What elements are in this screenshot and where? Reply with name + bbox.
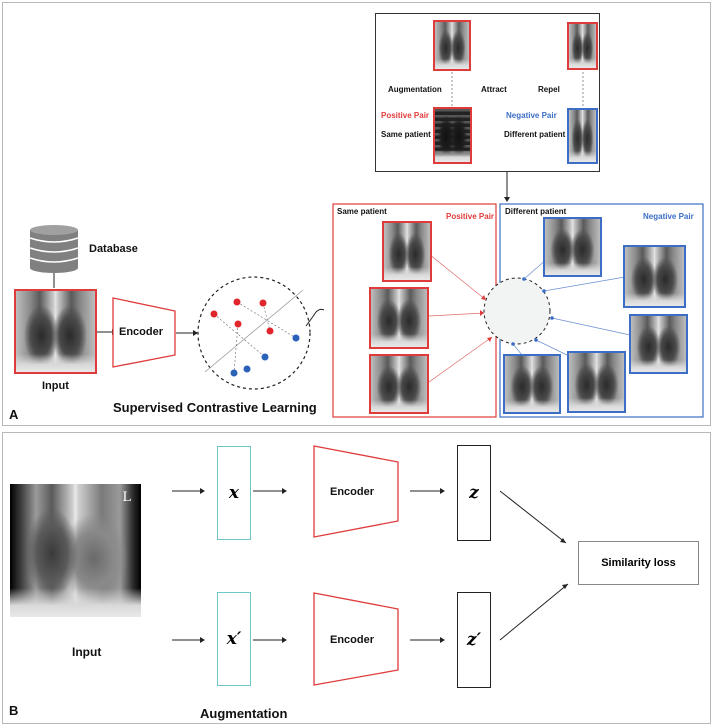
input-label-b: Input (72, 645, 102, 659)
xray-marker-l: L (122, 490, 131, 505)
panel-a-letter: A (9, 407, 19, 422)
augmentation-caption: Augmentation (200, 706, 288, 721)
inset-same-patient-label: Same patient (381, 130, 431, 139)
negative-box-title: Different patient (505, 207, 567, 216)
negative-xray-2 (623, 245, 686, 308)
encoder-label-b-top: Encoder (330, 486, 375, 498)
embedding-circle (197, 276, 311, 390)
inset-different-patient-label: Different patient (504, 130, 566, 139)
negative-xray-4 (503, 354, 561, 414)
z-prime-box: z′ (457, 592, 491, 688)
encoder-b-top-shape (313, 445, 399, 538)
positive-box-tag: Positive Pair (446, 212, 495, 221)
positive-dots (210, 298, 274, 335)
similarity-loss-box: Similarity loss (578, 541, 699, 585)
inset-xray-negative (567, 108, 598, 164)
negative-xray-1 (543, 217, 602, 277)
panel-b (2, 432, 711, 724)
inset-negative-pair-label: Negative Pair (506, 111, 557, 120)
panel-b-letter: B (9, 703, 19, 718)
inset-repel-label: Repel (538, 85, 560, 94)
inset-box (375, 13, 600, 172)
database-label: Database (89, 243, 138, 255)
negative-box-tag: Negative Pair (643, 212, 694, 221)
negative-xray-3 (629, 314, 688, 374)
input-xray-b: L (10, 484, 141, 617)
input-xray-a (14, 289, 97, 374)
panel-a (2, 2, 711, 426)
encoder-a-shape (112, 297, 176, 368)
encoder-label-a: Encoder (119, 326, 164, 338)
x-prime-box: x′ (217, 592, 251, 686)
x-box: x (217, 446, 251, 540)
negative-dots (230, 334, 300, 377)
inset-attract-label: Attract (481, 85, 507, 94)
inset-xray-positive (433, 107, 472, 164)
positive-xray-2 (369, 287, 429, 349)
encoder-b-bottom-shape (313, 592, 399, 686)
inset-xray-top-right (567, 22, 598, 70)
positive-box-title: Same patient (337, 207, 387, 216)
inset-xray-top-left (433, 20, 471, 71)
negative-xray-5 (567, 351, 626, 413)
contrastive-caption: Supervised Contrastive Learning (113, 400, 317, 415)
inset-positive-pair-label: Positive Pair (381, 111, 430, 120)
database-icon (29, 225, 79, 273)
positive-xray-1 (382, 221, 432, 282)
anchor-circle (483, 277, 551, 345)
encoder-label-b-bottom: Encoder (330, 634, 375, 646)
z-box: z (457, 445, 491, 541)
inset-augmentation-label: Augmentation (388, 85, 442, 94)
input-label-a: Input (42, 380, 69, 392)
positive-xray-3 (369, 354, 429, 414)
